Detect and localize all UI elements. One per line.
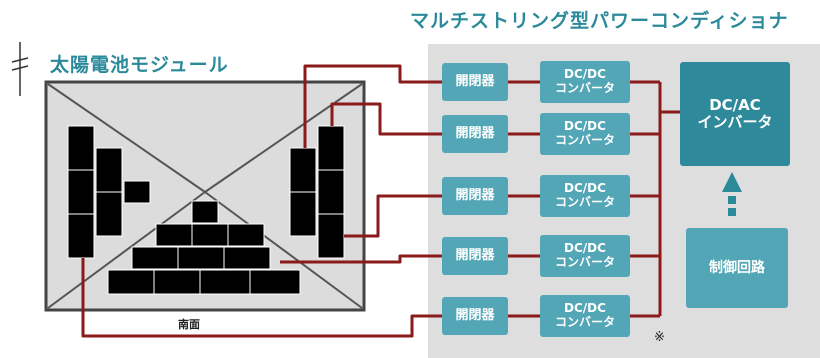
- panel-group-west: [67, 125, 151, 259]
- switch-3: 開閉器: [442, 177, 508, 215]
- inverter-line2: インバータ: [697, 113, 773, 131]
- converter-1-line2: コンバータ: [554, 81, 615, 95]
- switch-2: 開閉器: [442, 115, 508, 153]
- converter-3-line1: DC/DC: [564, 181, 606, 196]
- panel-group-east: [289, 125, 345, 259]
- switch-1: 開閉器: [442, 63, 508, 101]
- south-label: 南面: [178, 318, 200, 331]
- switch-4: 開閉器: [442, 237, 508, 275]
- converter-2-line1: DC/DC: [564, 119, 606, 134]
- converter-5-line1: DC/DC: [564, 301, 606, 316]
- roof-ridge: [47, 83, 206, 193]
- converter-4-line1: DC/DC: [564, 241, 606, 256]
- converter-1-line1: DC/DC: [564, 67, 606, 82]
- converter-2-line2: コンバータ: [554, 133, 615, 147]
- converter-3-line2: コンバータ: [554, 195, 615, 209]
- module-title: 太陽電池モジュール: [50, 54, 229, 76]
- control-circuit: 制御回路: [686, 228, 788, 308]
- note-mark: ※: [654, 330, 665, 345]
- switch-5: 開閉器: [442, 297, 508, 335]
- pcs-title: マルチストリング型パワーコンディショナ: [410, 10, 789, 32]
- north-arrow-icon: [11, 42, 29, 96]
- converter-5-line2: コンバータ: [554, 315, 615, 329]
- converter-4-line2: コンバータ: [554, 255, 615, 269]
- inverter-line1: DC/AC: [709, 95, 761, 114]
